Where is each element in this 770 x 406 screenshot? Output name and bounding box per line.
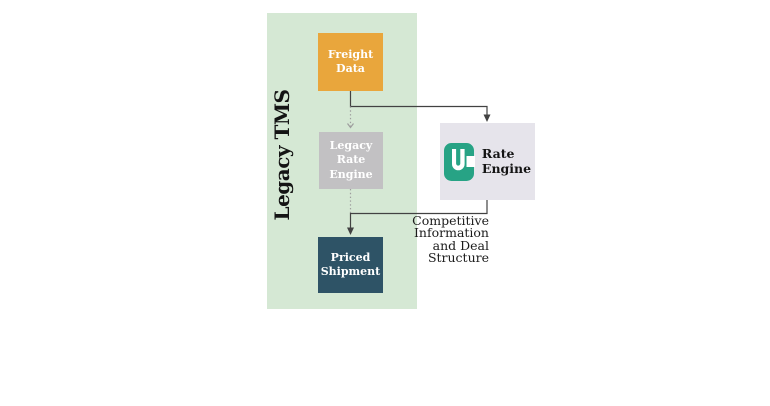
node-priced-shipment-label: Priced Shipment [320, 250, 381, 278]
node-freight-data-label: Freight Data [327, 47, 374, 75]
cl-monogram-logo-icon [443, 142, 475, 181]
legacy-tms-title: Legacy TMS [270, 89, 294, 221]
logo-u-cutout [451, 148, 465, 170]
node-priced-shipment: Priced Shipment [318, 237, 383, 293]
node-rate-engine: Rate Engine [440, 123, 535, 200]
node-legacy-rate-engine: Legacy Rate Engine [319, 132, 383, 189]
logo-square [443, 142, 474, 181]
node-rate-engine-label: Rate Engine [481, 146, 532, 176]
annotation-competitive-info: Competitive Information and Deal Structu… [412, 213, 489, 265]
node-freight-data: Freight Data [318, 33, 383, 91]
logo-c-notch [466, 155, 475, 167]
node-legacy-rate-engine-label: Legacy Rate Engine [329, 139, 373, 181]
